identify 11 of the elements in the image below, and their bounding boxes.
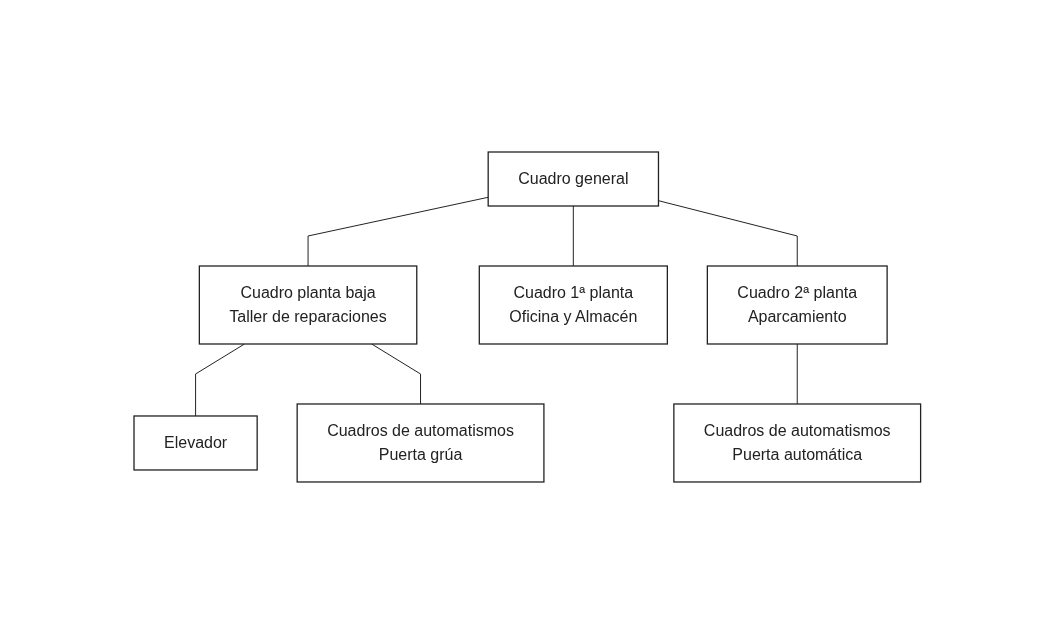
node-box: Cuadro 2ª planta Aparcamiento	[706, 264, 888, 345]
node-box: Cuadros de automatismos Puerta automática	[672, 402, 921, 483]
node-box: Cuadro 1ª planta Oficina y Almacén	[478, 264, 668, 345]
node-box: Cuadros de automatismos Puerta grúa	[296, 402, 545, 483]
node-box: Cuadro planta baja Taller de reparaciones	[198, 264, 418, 345]
connector	[194, 343, 245, 416]
node-box: Elevador	[133, 414, 258, 471]
connector	[796, 343, 798, 404]
connector	[572, 205, 574, 266]
connector	[370, 343, 421, 404]
node-box: Cuadro general	[487, 150, 659, 207]
